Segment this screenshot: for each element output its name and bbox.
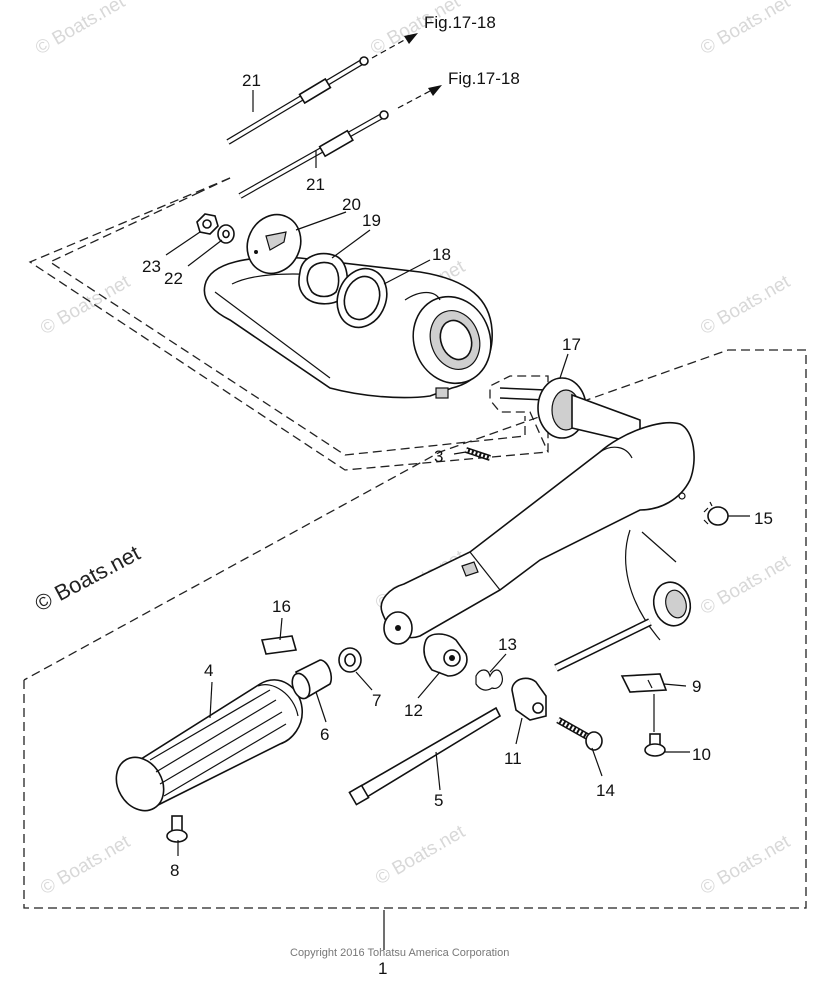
figure-ref-upper: Fig.17-18	[424, 13, 496, 32]
callout-23: 23	[142, 257, 161, 276]
grip-4	[115, 679, 303, 812]
callout-9: 9	[692, 677, 701, 696]
friction-knob-assembly	[554, 581, 692, 693]
spring-13	[475, 669, 503, 691]
figure-refs: Fig.17-18 Fig.17-18	[371, 13, 520, 109]
watermark: © Boats.net	[697, 831, 794, 899]
screw-8	[166, 815, 188, 843]
callout-22: 22	[164, 269, 183, 288]
callout-7: 7	[372, 691, 381, 710]
callout-21-upper: 21	[242, 71, 261, 90]
plate-20	[246, 213, 302, 275]
figure-ref-lower: Fig.17-18	[448, 69, 520, 88]
callout-17: 17	[562, 335, 581, 354]
watermark: © Boats.net	[697, 271, 794, 339]
watermark: © Boats.net	[372, 821, 469, 889]
callout-13: 13	[498, 635, 517, 654]
watermark: © Boats.net	[697, 0, 794, 59]
watermark: © Boats.net	[32, 0, 129, 59]
assembly-boundaries	[23, 177, 807, 909]
callout-1: 1	[378, 959, 387, 978]
seal-ring-18	[336, 267, 388, 329]
callout-15: 15	[754, 509, 773, 528]
leader-lines	[165, 90, 750, 950]
watermark: © Boats.net	[37, 831, 134, 899]
lever-5	[348, 706, 502, 806]
copyright-notice: Copyright 2016 Tohatsu America Corporati…	[290, 947, 509, 959]
nut-23	[196, 213, 219, 235]
gasket-19	[298, 252, 349, 305]
callout-6: 6	[320, 725, 329, 744]
steering-bracket-cover	[203, 256, 493, 399]
rod-21-lower	[238, 110, 389, 199]
callout-5: 5	[434, 791, 443, 810]
tiller-arm	[380, 422, 695, 645]
callout-8: 8	[170, 861, 179, 880]
bushing-17	[499, 377, 641, 446]
label-16	[260, 635, 298, 655]
bolt-14	[556, 716, 603, 751]
callout-18: 18	[432, 245, 451, 264]
stud-3	[465, 447, 491, 461]
callout-12: 12	[404, 701, 423, 720]
callout-14: 14	[596, 781, 615, 800]
bracket-12	[423, 633, 468, 677]
callout-11: 11	[504, 749, 522, 768]
watermark: © Boats.net	[37, 271, 134, 339]
rod-21-upper	[226, 56, 369, 145]
knob-15	[703, 501, 729, 526]
clamp-11	[511, 677, 547, 721]
watermark: © Boats.net	[697, 551, 794, 619]
callout-16: 16	[272, 597, 291, 616]
callout-10: 10	[692, 745, 711, 764]
bushing-7	[338, 647, 362, 673]
callout-4: 4	[204, 661, 213, 680]
collar-6	[291, 659, 333, 700]
callout-19: 19	[362, 211, 381, 230]
watermark-main: © Boats.net	[31, 540, 145, 616]
screw-10	[644, 733, 666, 757]
callouts: 21 21 20 19 18 23 22 17 3 15 16 4 13 7 1…	[142, 71, 773, 978]
callout-21-lower: 21	[306, 175, 325, 194]
callout-3: 3	[434, 447, 443, 466]
callout-20: 20	[342, 195, 361, 214]
washer-22	[217, 224, 235, 244]
